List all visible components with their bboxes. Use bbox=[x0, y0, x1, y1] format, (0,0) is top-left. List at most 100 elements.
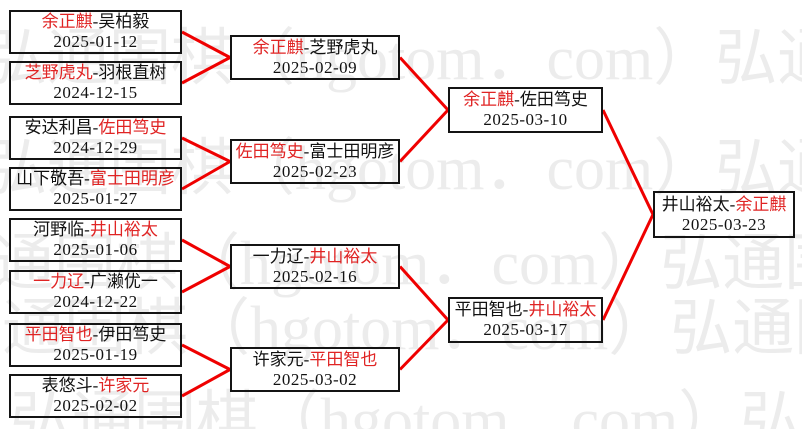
winner-name: 井山裕太 bbox=[528, 300, 597, 319]
loser-name: 芝野虎丸 bbox=[309, 37, 378, 57]
name-separator: - bbox=[303, 349, 310, 369]
bracket-connector-line bbox=[601, 213, 655, 321]
name-separator: - bbox=[303, 246, 310, 266]
winner-name: 余正麒 bbox=[735, 194, 787, 214]
winner-name: 平田智也 bbox=[24, 325, 93, 344]
winner-name: 一力辽 bbox=[33, 272, 85, 291]
loser-name: 吴柏毅 bbox=[98, 12, 150, 31]
match-players: 表悠斗-许家元 bbox=[42, 376, 150, 396]
loser-name: 山下敬吾 bbox=[16, 169, 85, 188]
match-date: 2025-01-12 bbox=[53, 32, 138, 51]
loser-name: 富士田明彦 bbox=[309, 141, 395, 161]
match-date: 2024-12-15 bbox=[53, 83, 138, 102]
winner-name: 芝野虎丸 bbox=[24, 63, 93, 82]
name-separator: - bbox=[522, 300, 529, 319]
loser-name: 表悠斗 bbox=[41, 376, 93, 395]
bracket-connector-line bbox=[398, 108, 450, 163]
loser-name: 许家元 bbox=[252, 349, 304, 369]
name-separator: - bbox=[514, 90, 520, 109]
watermark-text: 弘通围棋（hgotom．com）弘通围棋（hgotom．com） bbox=[0, 135, 802, 203]
name-separator: - bbox=[92, 376, 99, 395]
bracket-connector-line bbox=[181, 343, 231, 371]
name-separator: - bbox=[92, 12, 99, 31]
bracket-connector-line bbox=[398, 318, 450, 371]
winner-name: 井山裕太 bbox=[309, 246, 378, 266]
loser-name: 广濑优一 bbox=[89, 272, 158, 291]
match-players: 井山裕太-余正麒 bbox=[662, 195, 787, 215]
bracket-connector-line bbox=[398, 56, 450, 112]
match-date: 2025-02-16 bbox=[272, 266, 358, 286]
winner-name: 井山裕太 bbox=[89, 220, 158, 239]
match-players: 许家元-平田智也 bbox=[253, 350, 378, 370]
match-players: 一力辽-井山裕太 bbox=[253, 247, 378, 267]
match-players: 河野临-井山裕太 bbox=[33, 220, 158, 240]
bracket-connector-line bbox=[181, 56, 231, 85]
match-players: 芝野虎丸-羽根直树 bbox=[25, 63, 167, 83]
winner-name: 佐田笃史 bbox=[235, 141, 304, 161]
match-date: 2025-03-10 bbox=[483, 110, 568, 129]
name-separator: - bbox=[92, 63, 99, 82]
match-date: 2025-01-27 bbox=[53, 189, 138, 208]
bracket-connector-line bbox=[601, 109, 655, 216]
name-separator: - bbox=[92, 325, 99, 344]
winner-name: 富士田明彦 bbox=[89, 169, 175, 188]
match-players: 余正麒-吴柏毅 bbox=[42, 12, 150, 32]
loser-name: 一力辽 bbox=[252, 246, 304, 266]
loser-name: 安达利昌 bbox=[24, 118, 93, 137]
watermark-text: 弘通围棋（hgotom．com）弘通围棋（hgotom．com） bbox=[0, 230, 802, 298]
bracket-connector-line bbox=[181, 265, 231, 294]
match-date: 2024-12-22 bbox=[53, 292, 138, 311]
match-players: 安达利昌-佐田笃史 bbox=[25, 118, 167, 138]
name-separator: - bbox=[84, 272, 90, 291]
winner-name: 余正麒 bbox=[463, 90, 515, 109]
watermark-text: 弘通围棋（hgotom．com）弘通围棋（hgotom．com） bbox=[10, 387, 802, 429]
winner-name: 余正麒 bbox=[252, 37, 304, 57]
match-players: 余正麒-芝野虎丸 bbox=[253, 38, 378, 58]
match-date: 2025-02-02 bbox=[53, 396, 138, 415]
bracket-connector-line bbox=[398, 265, 450, 322]
bracket-connector-line bbox=[181, 30, 231, 59]
match-date: 2024-12-29 bbox=[53, 138, 138, 157]
winner-name: 平田智也 bbox=[309, 349, 378, 369]
match-players: 山下敬吾-富士田明彦 bbox=[16, 169, 175, 189]
match-players: 余正麒-佐田笃史 bbox=[463, 90, 588, 110]
match-date: 2025-03-17 bbox=[483, 320, 568, 339]
match-date: 2025-03-02 bbox=[272, 369, 358, 389]
match-players: 一力辽-广濑优一 bbox=[33, 272, 158, 292]
bracket-connector-line bbox=[181, 238, 231, 268]
bracket-connector-line bbox=[181, 136, 231, 163]
match-date: 2025-03-23 bbox=[681, 214, 767, 234]
winner-name: 许家元 bbox=[98, 376, 150, 395]
loser-name: 河野临 bbox=[33, 220, 85, 239]
name-separator: - bbox=[303, 37, 310, 57]
match-players: 平田智也-伊田笃史 bbox=[25, 325, 167, 345]
watermark-text: 弘通围棋（hgotom．com）弘通围棋（hgotom．com） bbox=[0, 295, 802, 363]
match-date: 2025-01-06 bbox=[53, 240, 138, 259]
winner-name: 余正麒 bbox=[41, 12, 93, 31]
name-separator: - bbox=[84, 220, 90, 239]
loser-name: 伊田笃史 bbox=[98, 325, 167, 344]
name-separator: - bbox=[92, 118, 99, 137]
loser-name: 井山裕太 bbox=[661, 194, 730, 214]
loser-name: 平田智也 bbox=[454, 300, 523, 319]
winner-name: 佐田笃史 bbox=[98, 118, 167, 137]
name-separator: - bbox=[84, 169, 90, 188]
name-separator: - bbox=[303, 141, 310, 161]
loser-name: 羽根直树 bbox=[98, 63, 167, 82]
